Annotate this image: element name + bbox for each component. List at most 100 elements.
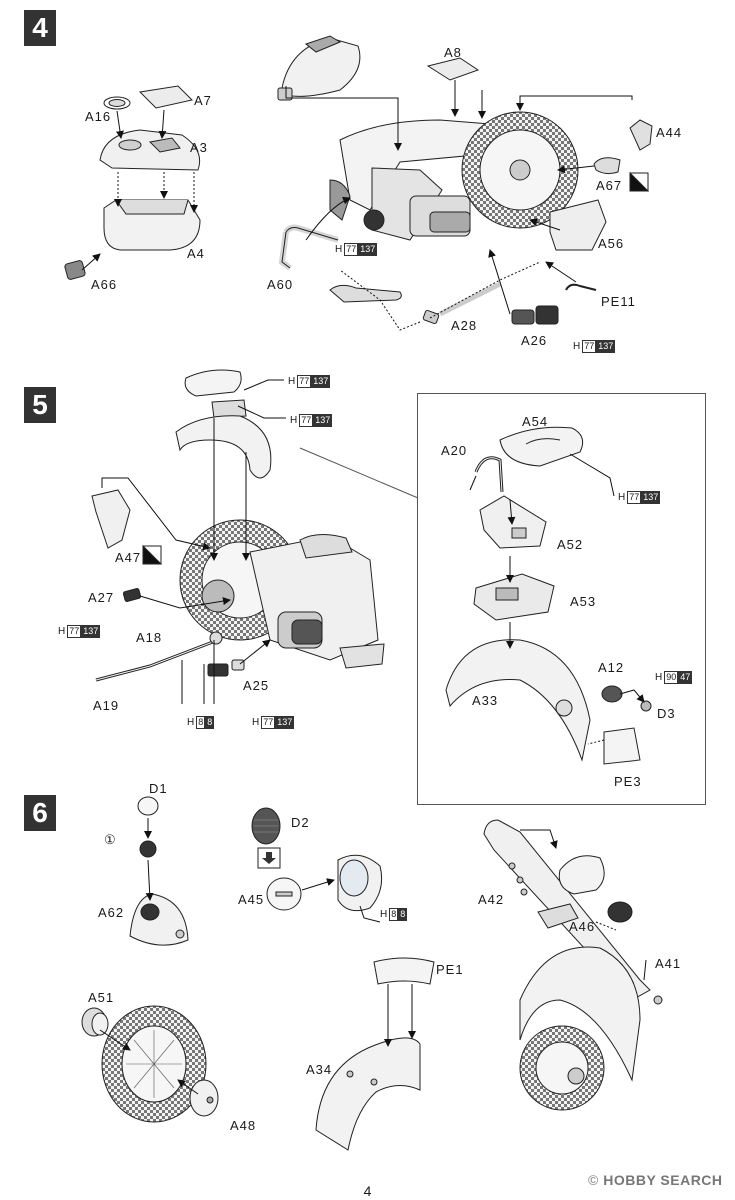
step-number-5: 5 bbox=[24, 387, 56, 423]
paint-code-secondary: 137 bbox=[81, 625, 101, 638]
part-label-a20: A20 bbox=[441, 443, 468, 458]
paint-code-secondary: 137 bbox=[275, 716, 295, 729]
paint-code-secondary: 137 bbox=[311, 375, 331, 388]
step6-fork-assembly bbox=[483, 819, 663, 1111]
paint-code-secondary: 137 bbox=[358, 243, 378, 256]
part-label-a8: A8 bbox=[444, 45, 462, 60]
paint-code-brand: H bbox=[58, 626, 66, 637]
part-label-a19: A19 bbox=[93, 698, 120, 713]
part-label-a7: A7 bbox=[194, 93, 212, 108]
paint-code-primary: 90 bbox=[664, 671, 679, 684]
watermark-prefix: © bbox=[588, 1172, 599, 1188]
part-label-a34: A34 bbox=[306, 1062, 333, 1077]
paint-code-brand: H bbox=[288, 376, 296, 387]
paint-code-secondary: 47 bbox=[678, 671, 693, 684]
part-label-a45: A45 bbox=[238, 892, 265, 907]
paint-code: H 77 137 bbox=[335, 243, 378, 256]
step5-inset-seat bbox=[445, 426, 652, 765]
part-label-a26: A26 bbox=[521, 333, 548, 348]
paint-code: H 90 47 bbox=[655, 671, 693, 684]
step6-fender-assembly bbox=[315, 957, 435, 1151]
paint-code-brand: H bbox=[335, 244, 343, 255]
part-label-a44: A44 bbox=[656, 125, 683, 140]
paint-code-primary: 77 bbox=[67, 625, 82, 638]
step6-arrows-left bbox=[144, 818, 381, 923]
paint-code: H 77 137 bbox=[288, 375, 331, 388]
step5-inset-frame bbox=[417, 393, 706, 805]
paint-code-brand: H bbox=[187, 717, 195, 728]
paint-code-secondary: 137 bbox=[641, 491, 661, 504]
step4-tank-assembly bbox=[64, 85, 201, 280]
paint-code-brand: H bbox=[290, 415, 298, 426]
paint-code: H 77 137 bbox=[290, 414, 333, 427]
part-label-a33: A33 bbox=[472, 693, 499, 708]
part-label-a41: A41 bbox=[655, 956, 682, 971]
paint-code: H 77 137 bbox=[618, 491, 661, 504]
paint-code: H 77 137 bbox=[58, 625, 101, 638]
part-label-a62: A62 bbox=[98, 905, 125, 920]
step6-headlight-assembly bbox=[129, 796, 383, 946]
paint-code-primary: 77 bbox=[297, 375, 312, 388]
part-label-d2: D2 bbox=[291, 815, 310, 830]
part-label-a60: A60 bbox=[267, 277, 294, 292]
paint-code-primary: 77 bbox=[627, 491, 642, 504]
paint-code-secondary: 137 bbox=[313, 414, 333, 427]
part-label-pe11: PE11 bbox=[601, 294, 636, 309]
part-label-circle1: ① bbox=[104, 832, 117, 847]
paint-code-primary: 77 bbox=[582, 340, 597, 353]
paint-code-primary: 8 bbox=[389, 908, 399, 921]
step6-arrows-fender bbox=[384, 984, 416, 1047]
paint-code-primary: 77 bbox=[344, 243, 359, 256]
step4-arrows-right bbox=[285, 80, 633, 331]
step4-frame-assembly bbox=[277, 35, 653, 325]
paint-code-brand: H bbox=[573, 341, 581, 352]
page-number: 4 bbox=[363, 1183, 372, 1199]
step5-inset-arrows bbox=[469, 453, 645, 745]
part-label-a67: A67 bbox=[596, 178, 623, 193]
part-label-a25: A25 bbox=[243, 678, 270, 693]
part-label-a28: A28 bbox=[451, 318, 478, 333]
paint-code-primary: 8 bbox=[196, 716, 206, 729]
part-label-a47: A47 bbox=[115, 550, 142, 565]
step-number-4: 4 bbox=[24, 10, 56, 46]
paint-code-brand: H bbox=[655, 672, 663, 683]
part-label-a16: A16 bbox=[85, 109, 112, 124]
part-label-pe3: PE3 bbox=[614, 774, 642, 789]
paint-code: H 77 137 bbox=[252, 716, 295, 729]
part-label-a53: A53 bbox=[570, 594, 597, 609]
paint-code-brand: H bbox=[618, 492, 626, 503]
part-label-d1: D1 bbox=[149, 781, 168, 796]
part-label-a12: A12 bbox=[598, 660, 625, 675]
paint-code-secondary: 8 bbox=[398, 908, 408, 921]
step6-arrows-wheel bbox=[99, 1029, 199, 1095]
part-label-a54: A54 bbox=[522, 414, 549, 429]
paint-code: H 8 8 bbox=[380, 908, 408, 921]
part-label-a4: A4 bbox=[187, 246, 205, 261]
step-number-6: 6 bbox=[24, 795, 56, 831]
part-label-a52: A52 bbox=[557, 537, 584, 552]
paint-code-secondary: 8 bbox=[205, 716, 215, 729]
paint-code: H 8 8 bbox=[187, 716, 215, 729]
part-label-a27: A27 bbox=[88, 590, 115, 605]
part-label-a48: A48 bbox=[230, 1118, 257, 1133]
paint-code-primary: 77 bbox=[261, 716, 276, 729]
step5-arrows bbox=[101, 379, 419, 704]
part-label-a66: A66 bbox=[91, 277, 118, 292]
part-label-d3: D3 bbox=[657, 706, 676, 721]
paint-code-brand: H bbox=[252, 717, 260, 728]
part-label-a56: A56 bbox=[598, 236, 625, 251]
watermark-brand: HOBBY SEARCH bbox=[603, 1172, 723, 1188]
decal-marks bbox=[142, 171, 650, 565]
watermark: © HOBBY SEARCH bbox=[588, 1172, 723, 1188]
part-label-a3: A3 bbox=[190, 140, 208, 155]
part-label-a46: A46 bbox=[569, 919, 596, 934]
step6-wheel-assembly bbox=[81, 1005, 219, 1123]
step4-arrows-left bbox=[81, 109, 198, 271]
paint-code: H 77 137 bbox=[573, 340, 616, 353]
part-label-pe1: PE1 bbox=[436, 962, 464, 977]
part-label-a18: A18 bbox=[136, 630, 163, 645]
part-label-a51: A51 bbox=[88, 990, 115, 1005]
paint-code-brand: H bbox=[380, 909, 388, 920]
